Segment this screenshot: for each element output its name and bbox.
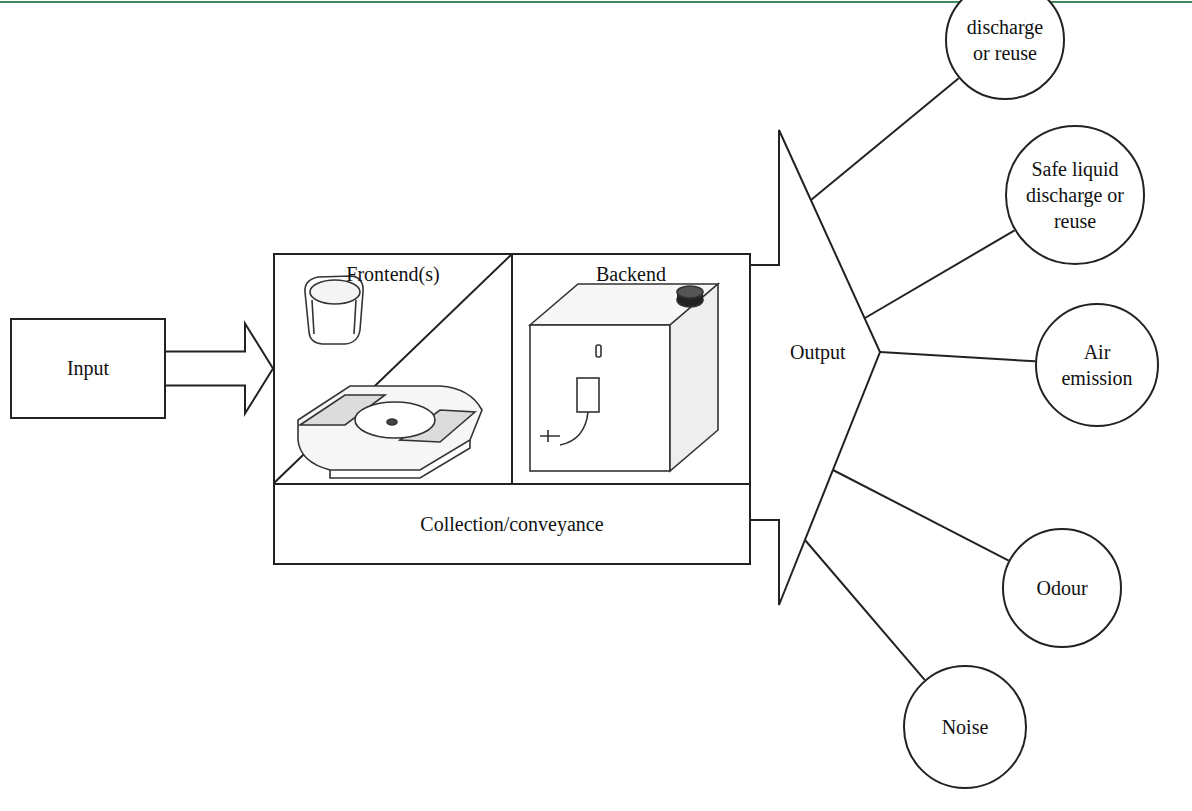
output-branch-line — [811, 78, 959, 200]
backend-panel: Backend — [511, 253, 751, 485]
squat-pan-icon — [298, 386, 482, 478]
collection-band: Collection/conveyance — [273, 483, 751, 565]
node-label: Frontend(s) — [346, 261, 439, 288]
node-label: Input — [67, 355, 109, 382]
output-circle: Safe liquid discharge or reuse — [1005, 125, 1145, 265]
node-label: Backend — [596, 261, 666, 288]
output-branch-line — [865, 230, 1015, 318]
frontend-panel: Frontend(s) — [273, 253, 513, 485]
output-branch-line — [805, 540, 925, 680]
node-label: Output — [790, 339, 846, 366]
node-label: Air emission — [1061, 339, 1132, 391]
output-branch-line — [880, 352, 1035, 361]
node-label: Noise — [942, 714, 989, 740]
node-label: discharge or reuse — [967, 14, 1043, 66]
output-branch-line — [833, 470, 1009, 561]
output-circle: discharge or reuse — [945, 0, 1065, 100]
output-circle: Air emission — [1035, 303, 1159, 427]
output-arrow: Output — [750, 100, 880, 605]
input-box: Input — [10, 318, 166, 419]
toilet-icon — [305, 276, 363, 344]
input-arrow — [166, 324, 273, 414]
output-circle: Noise — [903, 665, 1027, 789]
backend-tank-icon — [530, 284, 718, 471]
output-circle: Odour — [1002, 528, 1122, 648]
node-label: Collection/conveyance — [420, 511, 603, 538]
node-label: Safe liquid discharge or reuse — [1023, 156, 1127, 234]
panel-diagonal — [274, 254, 512, 483]
node-label: Odour — [1036, 575, 1087, 601]
output-arrow-line — [750, 130, 880, 605]
